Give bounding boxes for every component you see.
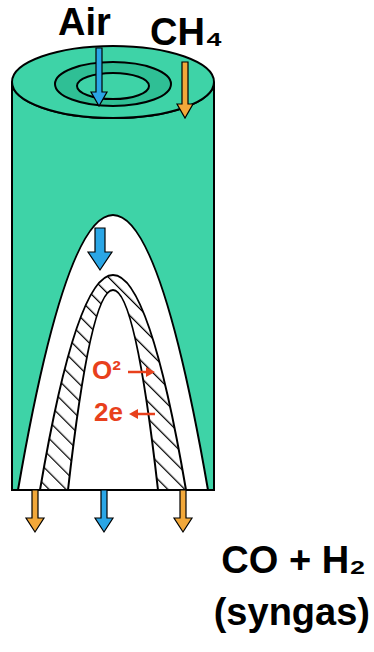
inlet-label: Air — [58, 2, 111, 44]
outlet-arrow — [174, 490, 192, 532]
membrane — [40, 275, 186, 490]
electron-label: 2e — [94, 398, 123, 427]
inner-tube-bore — [77, 73, 149, 99]
membrane-inner — [68, 290, 158, 490]
electron-arrowhead — [129, 409, 138, 419]
cylinder-top — [12, 46, 214, 118]
product-label: (syngas) — [214, 592, 370, 634]
methane-arrow — [177, 62, 193, 118]
air-arrow — [91, 48, 107, 106]
air-flow-arrow — [88, 228, 112, 270]
inner-tube-rim — [55, 62, 171, 106]
ion-label: O² — [92, 356, 121, 385]
electron-arrow — [138, 413, 155, 416]
product-label: CO + H₂ — [221, 540, 366, 582]
ion-arrow — [128, 371, 146, 374]
outlet-arrow — [26, 490, 44, 532]
cylinder-body — [12, 82, 214, 490]
outlet-arrow — [95, 490, 113, 532]
ion-arrowhead — [146, 367, 155, 377]
cavity — [18, 215, 208, 490]
inlet-label: CH₄ — [150, 12, 223, 54]
